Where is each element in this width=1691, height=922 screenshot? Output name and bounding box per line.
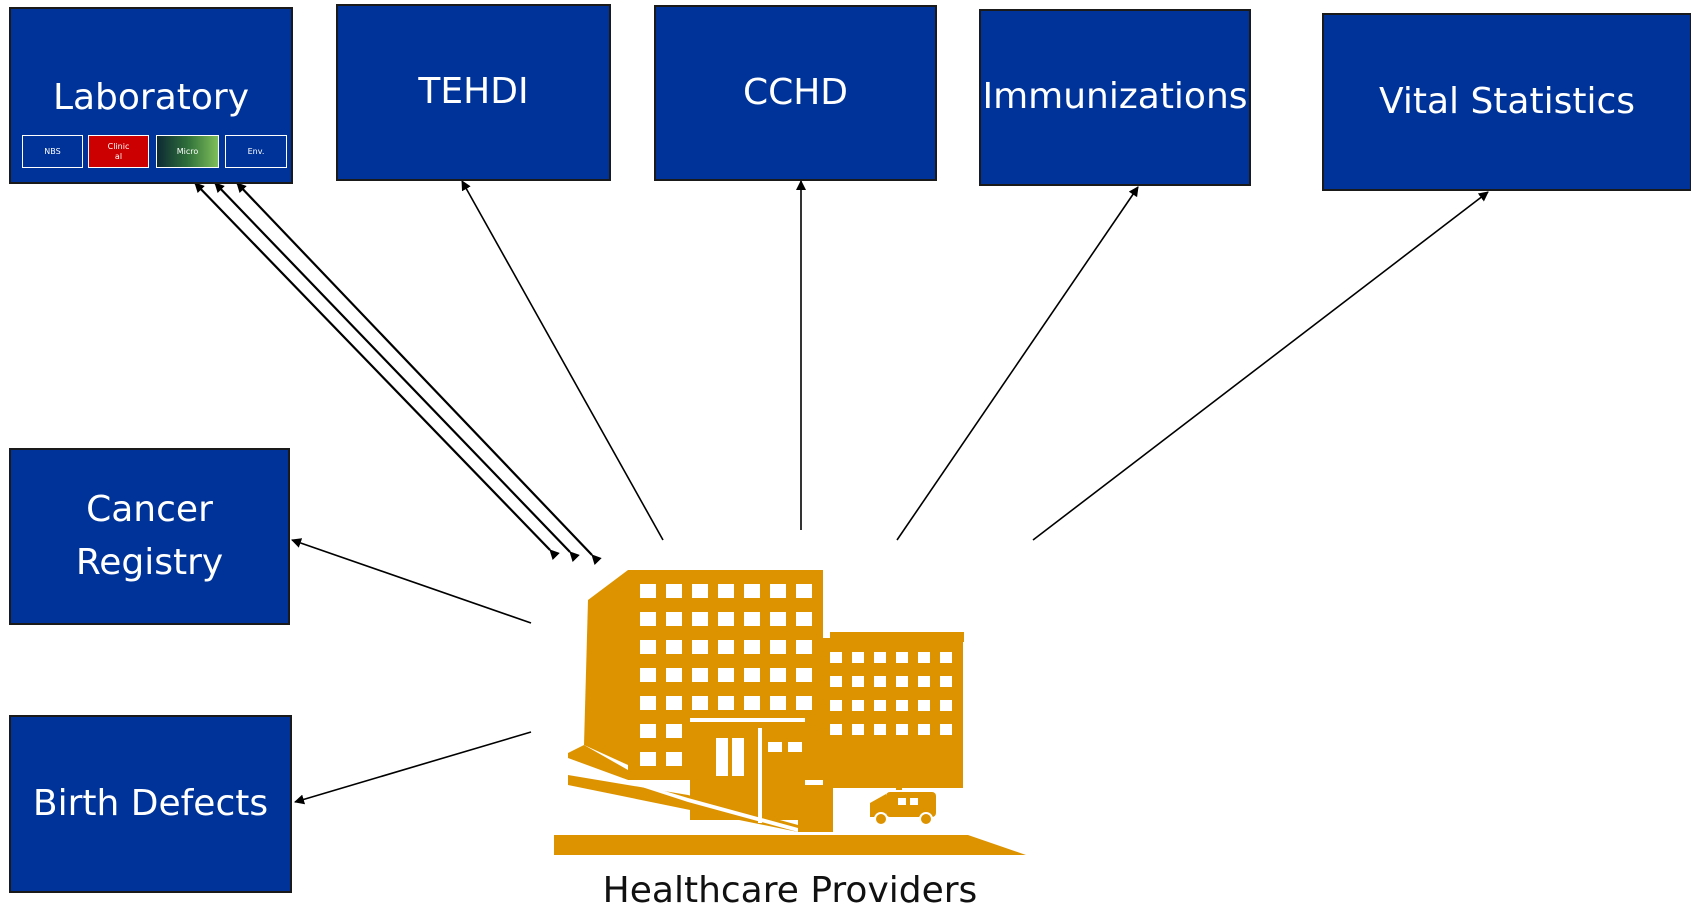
ambulance-icon <box>870 782 936 826</box>
laboratory-connector <box>194 182 602 565</box>
immunizations-label: Immunizations <box>982 76 1248 118</box>
birth-defects-label: Birth Defects <box>32 782 269 824</box>
lab-sub-nbs: NBS <box>22 135 83 168</box>
vital-statistics-connector <box>1032 191 1489 541</box>
birth-defects-box: Birth Defects <box>9 715 292 893</box>
cancer-registry-connector <box>291 538 532 624</box>
tehdi-label: TEHDI <box>418 71 529 113</box>
lab-sub-micro: Micro <box>156 135 219 168</box>
cancer-registry-label: Cancer Registry <box>75 489 224 583</box>
hospital-building-icon <box>554 570 1026 855</box>
hub-caption: Healthcare Providers <box>602 870 978 911</box>
vital-statistics-box: Vital Statistics <box>1322 13 1691 191</box>
lab-sub-clinical: Clinic al <box>88 135 149 168</box>
lab-sub-env: Env. <box>225 135 287 168</box>
birth-defects-connector <box>294 731 532 805</box>
cancer-registry-box: Cancer Registry <box>9 448 290 625</box>
cchd-box: CCHD <box>654 5 937 181</box>
laboratory-label: Laboratory <box>52 77 250 118</box>
cchd-label: CCHD <box>742 71 849 113</box>
vital-statistics-label: Vital Statistics <box>1378 80 1636 122</box>
tehdi-connector <box>461 180 664 541</box>
tehdi-box: TEHDI <box>336 4 611 181</box>
immunizations-box: Immunizations <box>979 9 1251 186</box>
laboratory-box: Laboratory NBS Clinic al Micro Env. <box>9 7 293 184</box>
immunizations-connector <box>896 186 1139 541</box>
